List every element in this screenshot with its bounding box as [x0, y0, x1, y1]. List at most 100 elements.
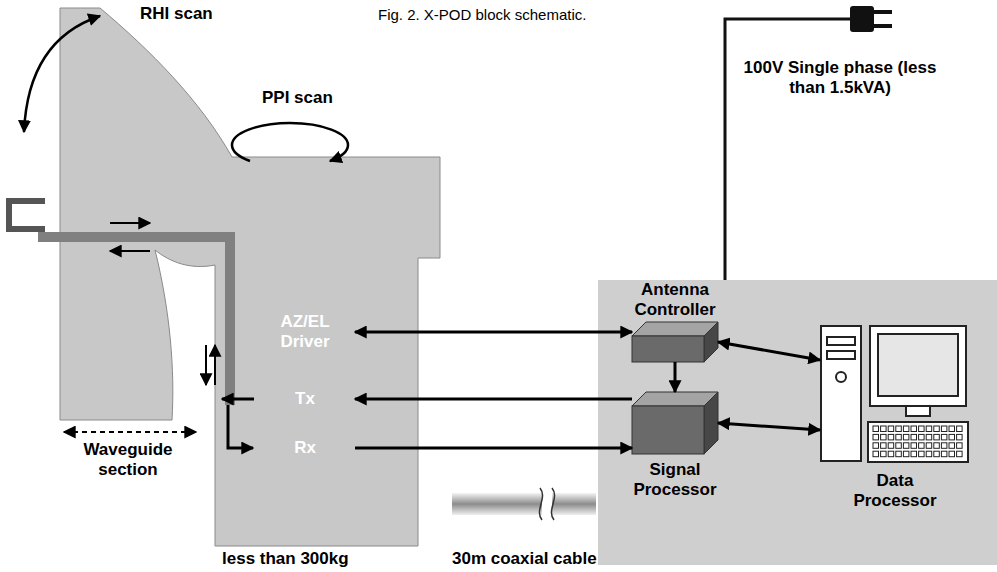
- key: [934, 451, 940, 457]
- antenna-illustration: [0, 0, 445, 572]
- key: [926, 451, 932, 457]
- key: [919, 434, 925, 440]
- icon-drawing: [632, 322, 718, 362]
- power-plug: [850, 6, 874, 32]
- key: [941, 434, 947, 440]
- waveguide: [38, 237, 230, 405]
- annotation-label: PPI scan: [262, 88, 333, 108]
- monitor: [870, 326, 966, 406]
- key: [919, 426, 925, 432]
- key: [957, 451, 963, 457]
- key: [949, 426, 955, 432]
- dimension-arrow: [64, 431, 196, 433]
- key: [903, 434, 909, 440]
- node-label: 100V Single phase (less than 1.5kVA): [740, 58, 940, 97]
- key: [926, 443, 932, 449]
- controller-unit: Antenna Controller: [615, 280, 735, 365]
- signal-arrow: [214, 345, 216, 385]
- antenna-housing: [60, 8, 440, 546]
- key: [888, 443, 894, 449]
- key: [881, 443, 887, 449]
- key: [911, 426, 917, 432]
- key: [896, 443, 902, 449]
- key: [949, 451, 955, 457]
- keyboard: [868, 422, 968, 462]
- box-side: [704, 322, 718, 362]
- coaxial-cable: [552, 493, 596, 515]
- key: [873, 443, 879, 449]
- computer-icon: [820, 325, 970, 465]
- key: [903, 443, 909, 449]
- key: [896, 434, 902, 440]
- key: [896, 426, 902, 432]
- unit-box-icon: [632, 322, 718, 362]
- key: [873, 426, 879, 432]
- connector-arrow: [355, 447, 632, 450]
- key: [926, 426, 932, 432]
- screen: [878, 334, 958, 396]
- annotation-label: Waveguide section: [66, 440, 190, 479]
- drive-slot: [827, 337, 855, 345]
- annotation-label: RHI scan: [140, 4, 213, 24]
- key: [949, 434, 955, 440]
- cable-break: [551, 488, 554, 520]
- key: [941, 426, 947, 432]
- signal-arrow: [110, 222, 150, 224]
- key: [911, 434, 917, 440]
- key: [873, 451, 879, 457]
- power-button: [836, 372, 846, 382]
- node-label: less than 300kg: [222, 549, 349, 569]
- feed-horn: [9, 201, 45, 229]
- connector-arrow: [718, 342, 820, 360]
- console-panel: Antenna ControllerSignal Processor Data P…: [598, 280, 997, 565]
- signal-arrow: [205, 345, 207, 385]
- signal-processor-unit: Signal Processor: [615, 392, 735, 522]
- key: [957, 434, 963, 440]
- key: [941, 451, 947, 457]
- key: [957, 426, 963, 432]
- computer-unit: Data Processor: [815, 325, 975, 525]
- key: [881, 451, 887, 457]
- box-front: [632, 406, 704, 454]
- key: [934, 426, 940, 432]
- key: [903, 451, 909, 457]
- figure-caption: Fig. 2. X-POD block schematic.: [378, 6, 586, 23]
- coaxial-cable: [452, 493, 542, 515]
- tx-feed-arrow: [222, 398, 254, 401]
- box-top: [632, 322, 718, 336]
- node-label: Signal Processor: [615, 460, 735, 499]
- key: [926, 434, 932, 440]
- box-front: [632, 336, 704, 362]
- key: [911, 451, 917, 457]
- box-side: [704, 392, 718, 454]
- cable-break: [539, 488, 542, 520]
- icon-drawing: [820, 325, 970, 465]
- antenna-unit: AZ/EL DriverTxRxless than 300kg: [0, 0, 445, 572]
- rhi-arrow: [24, 16, 100, 132]
- key: [903, 426, 909, 432]
- key: [881, 426, 887, 432]
- signal-arrow: [110, 250, 150, 252]
- unit-box-icon: [632, 392, 718, 454]
- key: [934, 434, 940, 440]
- key: [949, 443, 955, 449]
- connector-arrow: [355, 331, 632, 334]
- node-label: Rx: [290, 435, 320, 461]
- key: [881, 434, 887, 440]
- key: [919, 451, 925, 457]
- connector-arrow: [718, 423, 820, 430]
- key: [888, 434, 894, 440]
- rx-feed-arrow: [228, 405, 253, 448]
- key: [934, 443, 940, 449]
- node-label: AZ/EL Driver: [257, 309, 353, 354]
- key: [888, 451, 894, 457]
- connector-arrow: [674, 362, 677, 392]
- monitor-stand: [906, 406, 930, 416]
- annotation-label: 30m coaxial cable: [452, 549, 597, 569]
- key: [911, 443, 917, 449]
- key: [919, 443, 925, 449]
- box-top: [632, 392, 718, 406]
- drive-slot: [827, 351, 855, 359]
- key: [957, 443, 963, 449]
- connector-arrow: [355, 398, 632, 401]
